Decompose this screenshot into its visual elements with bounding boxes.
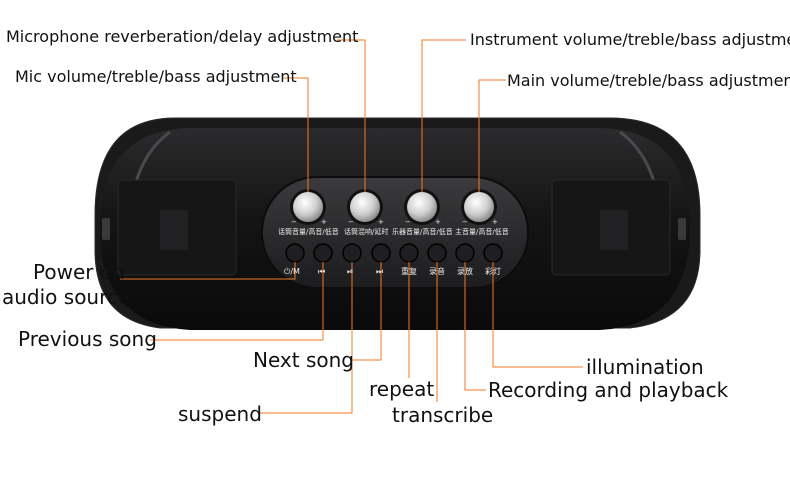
label-audio-source: audio source (2, 285, 131, 309)
button-power-mode[interactable] (285, 243, 305, 263)
label-mic-volume: Mic volume/treble/bass adjustment (15, 67, 297, 86)
knob-label-mic-volume: 话筒音量/高音/低音 (278, 228, 339, 236)
leader-instrument (421, 39, 466, 192)
left-side-peg (102, 218, 110, 240)
leader-next (350, 262, 382, 361)
right-side-peg (678, 218, 686, 240)
button-label-record: 录音 (429, 267, 445, 276)
label-mic-reverb: Microphone reverberation/delay adjustmen… (6, 27, 359, 46)
button-record[interactable] (427, 243, 447, 263)
knob-mic-volume[interactable] (290, 189, 326, 225)
device-rim-highlight (133, 130, 171, 186)
minus-mark: − (291, 218, 297, 226)
knob-label-main-volume: 主音量/高音/低音 (455, 228, 509, 236)
knob-instrument[interactable] (404, 189, 440, 225)
right-grille-mesh (600, 210, 628, 250)
left-grille-mesh (160, 210, 188, 250)
button-label-previous: ⏮ (318, 267, 326, 276)
plus-mark: + (378, 218, 384, 226)
label-transcribe: transcribe (392, 403, 494, 427)
knob-label-instrument: 乐器音量/高音/低音 (392, 228, 453, 236)
leader-illumination (492, 262, 583, 368)
leader-power (120, 262, 296, 280)
knob-main-volume[interactable] (461, 189, 497, 225)
leader-mic-reverb (337, 39, 366, 192)
label-main-volume: Main volume/treble/bass adjustment (507, 71, 790, 90)
leader-lines (120, 39, 583, 414)
button-label-power: ⏻/M (284, 267, 300, 276)
plus-mark: + (492, 218, 498, 226)
leader-previous (150, 262, 324, 341)
label-repeat: repeat (369, 377, 435, 401)
button-label-next: ⏭ (376, 267, 384, 276)
minus-mark: − (405, 218, 411, 226)
plus-mark: + (321, 218, 327, 226)
leader-mic-volume (283, 77, 309, 192)
device-rim-highlight-right (619, 130, 657, 186)
label-instrument: Instrument volume/treble/bass adjustment (470, 30, 790, 49)
button-label-play-pause: ⏯ (347, 267, 354, 276)
label-previous-song: Previous song (18, 327, 157, 351)
button-label-lights: 彩灯 (485, 267, 501, 276)
label-suspend: suspend (178, 402, 262, 426)
button-label-repeat: 重复 (401, 267, 417, 276)
button-next[interactable] (371, 243, 391, 263)
button-previous[interactable] (313, 243, 333, 263)
leader-suspend (260, 262, 353, 414)
button-playback[interactable] (455, 243, 475, 263)
plus-mark: + (435, 218, 441, 226)
button-lights[interactable] (483, 243, 503, 263)
minus-mark: − (348, 218, 354, 226)
knob-mic-reverb[interactable] (347, 189, 383, 225)
label-next-song: Next song (253, 348, 354, 372)
leader-recording (464, 262, 486, 391)
button-label-playback: 录放 (457, 267, 473, 276)
label-recording-playback: Recording and playback (488, 378, 729, 402)
leader-main-volume (478, 79, 506, 192)
minus-mark: − (462, 218, 468, 226)
knob-label-mic-reverb: 话筒混响/延时 (344, 228, 389, 236)
label-illumination: illumination (586, 355, 704, 379)
label-power-on: Power on (33, 260, 125, 284)
button-play-pause[interactable] (342, 243, 362, 263)
button-repeat[interactable] (399, 243, 419, 263)
